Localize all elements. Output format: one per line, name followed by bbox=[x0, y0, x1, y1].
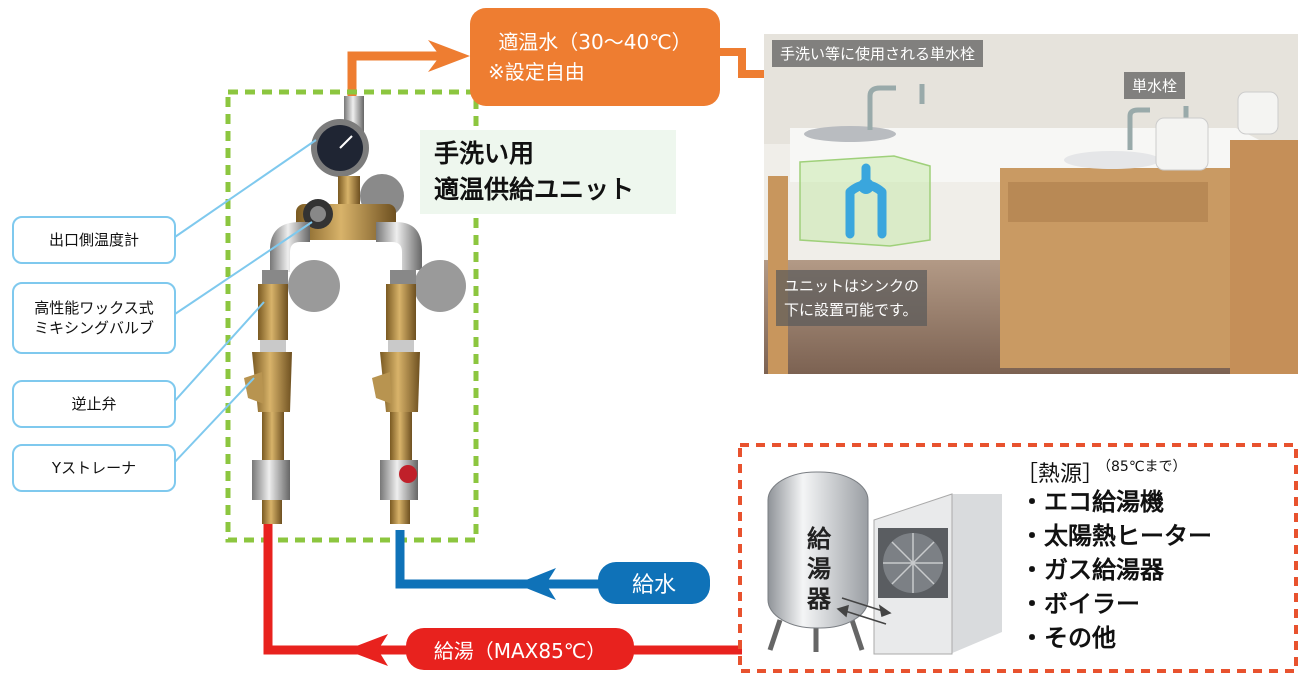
heater-label: 給 湯 器 bbox=[804, 524, 834, 614]
callout-outlet-thermometer: 出口側温度計 bbox=[12, 216, 176, 264]
callout-check-valve: 逆止弁 bbox=[12, 380, 176, 428]
photo-note-line2: 下に設置可能です。 bbox=[784, 301, 918, 319]
unit-title-line2: 適温供給ユニット bbox=[434, 175, 635, 204]
heat-source-item: その他 bbox=[1020, 621, 1212, 655]
heat-source-item: ガス給湯器 bbox=[1020, 553, 1212, 587]
heat-pump-unit bbox=[873, 493, 1002, 655]
heat-source-item: 太陽熱ヒーター bbox=[1020, 519, 1212, 553]
heat-source-item: エコ給湯機 bbox=[1020, 485, 1212, 519]
heater-label-char3: 器 bbox=[807, 585, 831, 613]
heat-source-list: エコ給湯機 太陽熱ヒーター ガス給湯器 ボイラー その他 bbox=[1020, 485, 1212, 655]
outlet-temperature: 適温水（30〜40℃） bbox=[498, 30, 692, 54]
photo-label-single-faucet: 単水栓 bbox=[1124, 72, 1186, 99]
photo-label-faucet: 手洗い等に使用される単水栓 bbox=[772, 40, 984, 67]
unit-title: 手洗い用 適温供給ユニット bbox=[420, 130, 676, 214]
heat-source-heading: ［熱源］（85℃まで） bbox=[1016, 456, 1187, 488]
cold-supply-label: 給水 bbox=[598, 562, 710, 604]
heat-source-boundary bbox=[738, 443, 1298, 673]
hot-supply-text: 給湯（MAX85℃） bbox=[433, 638, 607, 663]
callout-leaders bbox=[171, 139, 317, 466]
heater-label-char1: 給 bbox=[807, 525, 831, 553]
heater-label-char2: 湯 bbox=[807, 555, 831, 583]
unit-boundary bbox=[225, 89, 479, 543]
callout-mixing-valve-line2: ミキシングバルブ bbox=[33, 319, 154, 337]
callout-outlet-thermometer-text: 出口側温度計 bbox=[48, 230, 139, 249]
hot-supply-label: 給湯（MAX85℃） bbox=[406, 628, 634, 670]
callout-mixing-valve-line1: 高性能ワックス式 bbox=[34, 298, 154, 317]
heat-source-title-note: （85℃まで） bbox=[1104, 459, 1187, 475]
callout-y-strainer-text: Yストレーナ bbox=[51, 458, 137, 477]
callout-y-strainer: Yストレーナ bbox=[12, 444, 176, 492]
heat-source-title: ［熱源］ bbox=[1016, 462, 1105, 487]
unit-title-line1: 手洗い用 bbox=[434, 139, 535, 168]
photo-note: ユニットはシンクの 下に設置可能です。 bbox=[776, 270, 928, 326]
cold-supply-text: 給水 bbox=[631, 573, 676, 598]
callout-check-valve-text: 逆止弁 bbox=[71, 394, 117, 413]
outlet-setting-note: ※設定自由 bbox=[488, 60, 585, 84]
photo-note-line1: ユニットはシンクの bbox=[784, 277, 920, 295]
callout-mixing-valve: 高性能ワックス式 ミキシングバルブ bbox=[12, 282, 176, 354]
outlet-temperature-label: 適温水（30〜40℃） ※設定自由 bbox=[470, 8, 720, 106]
heat-source-item: ボイラー bbox=[1020, 587, 1212, 621]
water-heater bbox=[767, 471, 869, 652]
unit-illustration bbox=[244, 96, 466, 524]
exchange-arrows bbox=[836, 597, 892, 625]
